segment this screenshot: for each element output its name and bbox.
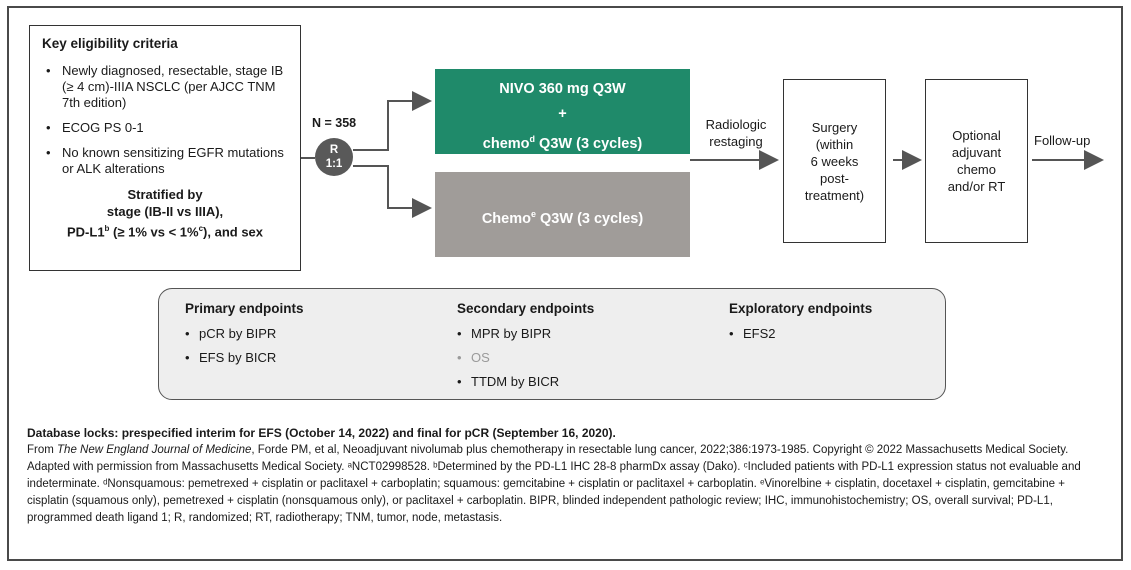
list-item: •OS — [457, 350, 490, 365]
sample-size-label: N = 358 — [312, 116, 357, 130]
arm-chemo-only: Chemoe Q3W (3 cycles) — [435, 172, 690, 257]
footnotes: Database locks: prespecified interim for… — [27, 425, 1107, 527]
source-citation: From The New England Journal of Medicine… — [27, 444, 1081, 524]
surgery-box: Surgery (within 6 weeks post- treatment) — [783, 79, 886, 243]
eligibility-item: •No known sensitizing EGFR mutations or … — [46, 145, 284, 176]
arrow-to-arm2 — [353, 165, 432, 218]
secondary-endpoints: Secondary endpoints •MPR by BIPR •OS •TT… — [457, 301, 594, 394]
database-locks: Database locks: prespecified interim for… — [27, 426, 616, 440]
primary-endpoints: Primary endpoints •pCR by BIPR •EFS by B… — [185, 301, 304, 370]
stratification-text: Stratified by stage (IB-II vs IIIA), PD-… — [66, 187, 264, 240]
radiologic-restaging-label: Radiologic restaging — [705, 117, 767, 149]
eligibility-item: •Newly diagnosed, resectable, stage IB (… — [46, 63, 284, 110]
eligibility-box: Key eligibility criteria •Newly diagnose… — [29, 25, 301, 271]
eligibility-list: •Newly diagnosed, resectable, stage IB (… — [42, 63, 288, 177]
endpoints-panel: Primary endpoints •pCR by BIPR •EFS by B… — [158, 288, 946, 400]
adjuvant-box: Optional adjuvant chemo and/or RT — [925, 79, 1028, 243]
arrow-to-arm1 — [353, 91, 432, 151]
eligibility-item: •ECOG PS 0-1 — [46, 120, 144, 135]
eligibility-title: Key eligibility criteria — [42, 36, 178, 51]
list-item: •pCR by BIPR — [185, 326, 277, 341]
list-item: •MPR by BIPR — [457, 326, 552, 341]
followup-label: Follow-up — [1034, 133, 1091, 148]
exploratory-endpoints: Exploratory endpoints •EFS2 — [729, 301, 872, 346]
randomization-circle: R 1:1 — [315, 138, 353, 176]
list-item: •EFS2 — [729, 326, 776, 341]
list-item: •TTDM by BICR — [457, 374, 560, 389]
figure-frame — [7, 6, 1123, 561]
arm-nivo-chemo: NIVO 360 mg Q3W + chemod Q3W (3 cycles) — [435, 69, 690, 154]
list-item: •EFS by BICR — [185, 350, 277, 365]
